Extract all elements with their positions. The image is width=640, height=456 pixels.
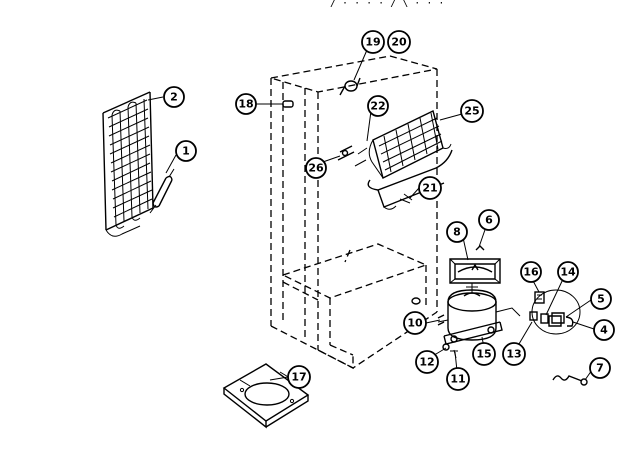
callout-5: 5 (590, 288, 612, 310)
callout-2-label: 2 (170, 91, 178, 104)
callout-15-label: 15 (476, 348, 491, 361)
filter-drier (149, 168, 175, 214)
condenser-coil (102, 91, 154, 237)
callout-10-label: 10 (407, 317, 423, 330)
leader-lines (147, 42, 595, 381)
callout-18: 18 (235, 93, 257, 115)
callout-7-label: 7 (596, 362, 604, 375)
callout-15: 15 (472, 342, 496, 366)
callout-6: 6 (478, 209, 500, 231)
callout-21: 21 (418, 176, 442, 200)
callout-13-label: 13 (506, 348, 521, 361)
callout-12: 12 (415, 350, 439, 374)
callout-6-label: 6 (485, 214, 493, 227)
callout-12-label: 12 (419, 356, 434, 369)
callout-16: 16 (520, 261, 542, 283)
callout-7: 7 (589, 357, 611, 379)
relay-overload-group (529, 289, 581, 335)
callout-4: 4 (593, 319, 615, 341)
callout-25: 25 (460, 99, 484, 123)
compressor (437, 283, 521, 345)
callout-26: 26 (305, 157, 327, 179)
cord-clip (552, 375, 588, 386)
callout-4-label: 4 (600, 324, 608, 337)
callout-22-label: 22 (370, 100, 385, 113)
callout-14: 14 (557, 261, 579, 283)
base-plate (222, 363, 310, 429)
callout-11-label: 11 (450, 373, 465, 386)
callout-25-label: 25 (464, 105, 479, 118)
callout-20-label: 20 (391, 36, 407, 49)
drain-heater (367, 149, 453, 210)
callout-13: 13 (502, 342, 526, 366)
callout-14-label: 14 (560, 266, 576, 279)
callout-17: 17 (287, 365, 311, 389)
callout-16-label: 16 (523, 266, 539, 279)
clip-6 (475, 245, 485, 251)
callout-17-label: 17 (291, 371, 306, 384)
callout-8: 8 (446, 221, 468, 243)
callout-21-label: 21 (422, 182, 437, 195)
callout-19: 19 (361, 30, 385, 54)
callout-8-label: 8 (453, 226, 461, 239)
evaporator (354, 110, 452, 180)
grommet-18 (282, 100, 294, 108)
compressor-fittings (437, 314, 458, 359)
callout-20: 20 (387, 30, 411, 54)
callout-11: 11 (446, 367, 470, 391)
header-fragment: / · · · · / \ · · · (330, 0, 444, 9)
callout-19-label: 19 (365, 36, 380, 49)
callout-10: 10 (403, 311, 427, 335)
tube-fitting-26 (337, 145, 355, 161)
drain-pan (449, 258, 501, 284)
callout-18-label: 18 (238, 98, 253, 111)
callout-5-label: 5 (597, 293, 605, 306)
callout-22: 22 (367, 95, 389, 117)
callout-1-label: 1 (182, 145, 190, 158)
callout-1: 1 (175, 140, 197, 162)
callout-2: 2 (163, 86, 185, 108)
callout-26-label: 26 (308, 162, 324, 175)
